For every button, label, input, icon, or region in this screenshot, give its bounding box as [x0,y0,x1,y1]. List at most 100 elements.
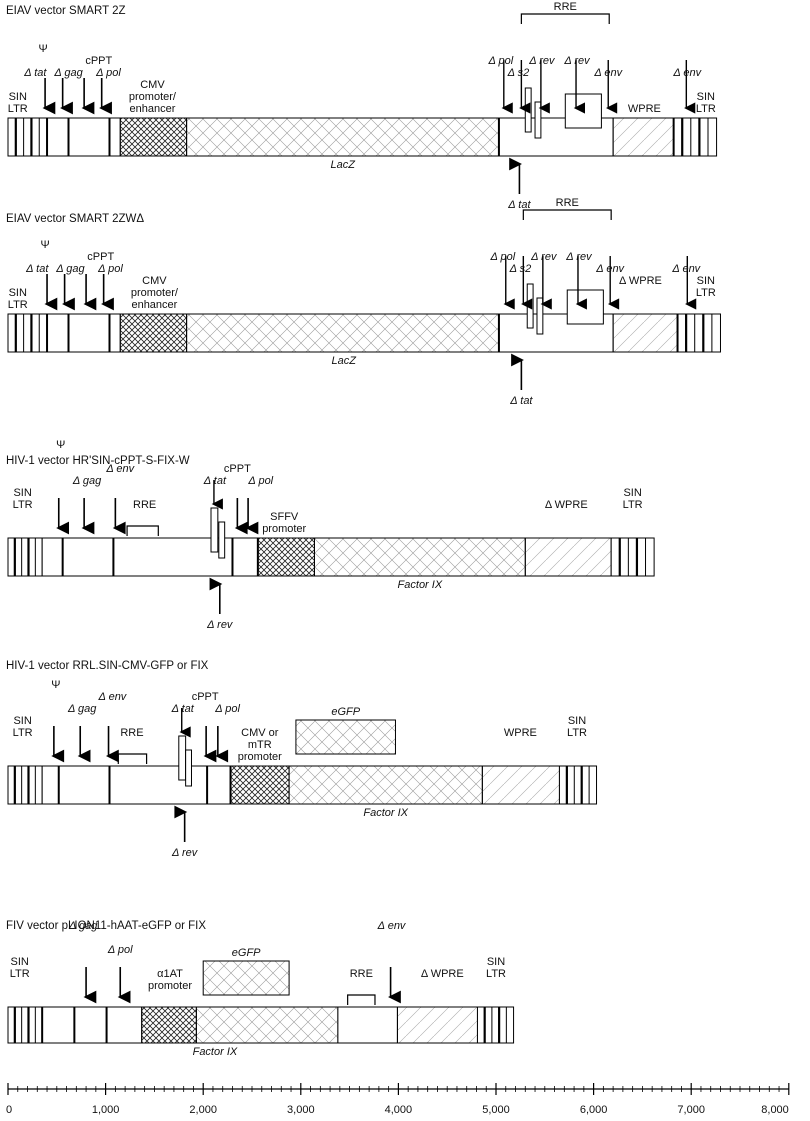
segment-lacz [186,313,500,353]
feature-label: enhancer [130,103,176,115]
feature-label: Δ gag [67,703,97,715]
feature-label: Δ env [595,263,625,275]
feature-label: Δ tat [23,67,47,79]
exon-box [536,297,544,335]
feature-label: Δ env [671,263,701,275]
feature-label: Ψ [51,679,60,691]
feature-label: LTR [8,103,28,115]
segment-wpre-delta [396,1006,478,1044]
segment-sin-ltr-right [558,765,598,805]
feature-label: Δ pol [107,944,133,956]
segment-sin-ltr-left [7,117,48,157]
axis-tick-label: 0 [6,1104,12,1116]
feature-label: LTR [567,727,587,739]
feature-label: CMV [140,79,165,91]
segment-sin-ltr-right [610,537,655,577]
feature-label: Δ WPRE [545,499,588,511]
segment-packaging [46,117,121,157]
axis-tick-label: 6,000 [580,1104,608,1116]
exon-box [526,283,534,329]
feature-label: SIN [13,715,31,727]
segment-factor-ix [195,1006,339,1044]
segment-wpre-delta [612,313,679,353]
feature-label: CMV or [241,727,279,739]
axis-tick-label: 4,000 [385,1104,413,1116]
rre-bracket [522,209,612,220]
segment-cmv-promoter [119,117,188,157]
feature-label: promoter/ [131,287,179,299]
segment-rre-region [337,1006,398,1044]
segment-packaging [41,537,259,577]
feature-label: Δ env [377,920,407,932]
feature-label: Δ rev [528,55,556,67]
feature-label: Δ pol [214,703,240,715]
feature-label: cPPT [87,251,114,263]
segment-sin-ltr-left [7,537,43,577]
below-label: Δ rev [171,847,199,859]
feature-label: SIN [487,956,505,968]
axis-tick-label: 1,000 [92,1104,120,1116]
feature-label: Δ gag [72,475,102,487]
feature-label: Δ WPRE [619,275,662,287]
rre-bracket [117,753,148,764]
feature-label: SIN [623,487,641,499]
segment-sin-ltr-right [476,1006,515,1044]
rre-bracket [520,13,610,24]
feature-label: Δ rev [563,55,591,67]
feature-label: WPRE [504,727,537,739]
exon-box [210,507,219,553]
vector-title: EIAV vector SMART 2Z [6,5,126,17]
feature-label: promoter [148,980,192,992]
feature-label: Ψ [40,239,49,251]
rre-bracket [126,525,159,536]
segment-factor-ix [313,537,526,577]
gene-label: LacZ [331,159,357,171]
rre-bracket [347,994,376,1005]
feature-label: LTR [10,968,30,980]
feature-label: RRE [350,968,373,980]
feature-label: LTR [486,968,506,980]
rre-label: RRE [556,197,579,209]
below-label: Δ tat [509,395,533,407]
segment-packaging [41,765,232,805]
egfp-label: eGFP [331,706,360,718]
feature-label: cPPT [224,463,251,475]
feature-label: Δ gag [55,263,85,275]
vector-title: FIV vector pLION11-hAAT-eGFP or FIX [6,920,206,932]
rev-exon-box [564,93,602,129]
feature-label: SIN [9,91,27,103]
feature-label: Δ rev [565,251,593,263]
segment-sin-ltr-left [7,765,43,805]
exon-box [524,87,532,133]
segment-wpre [612,117,675,157]
segment-packaging [41,1006,143,1044]
feature-label: Δ gag [68,920,98,932]
feature-label: LTR [13,727,33,739]
axis-tick-label: 7,000 [677,1104,705,1116]
below-label: Δ tat [507,199,531,211]
feature-label: Δ gag [53,67,83,79]
feature-label: promoter [262,523,306,535]
feature-label: Δ pol [247,475,273,487]
vector-title: EIAV vector SMART 2ZWΔ [6,213,144,225]
segment-sin-ltr-left [7,313,48,353]
segment-wpre-delta [524,537,612,577]
feature-label: SIN [568,715,586,727]
feature-label: WPRE [628,103,661,115]
egfp-label: eGFP [232,947,261,959]
segment-sin-ltr-left [7,1006,43,1044]
feature-label: Δ s2 [507,67,530,79]
feature-label: promoter [238,751,282,763]
segment-a1at-promoter [141,1006,197,1044]
axis-tick-label: 2,000 [189,1104,217,1116]
feature-label: Δ s2 [509,263,532,275]
feature-label: LTR [623,499,643,511]
feature-label: RRE [120,727,143,739]
gene-label: Factor IX [193,1046,238,1058]
feature-label: SFFV [270,511,299,523]
